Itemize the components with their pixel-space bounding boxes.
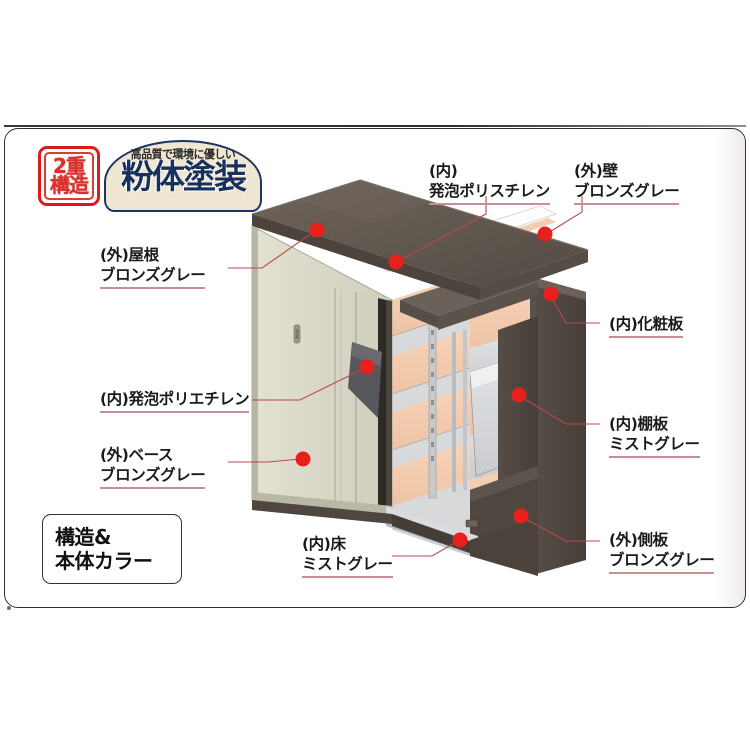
section-caption-line2: 本体カラー bbox=[55, 549, 153, 573]
double-structure-badge-text: 2重 構造 bbox=[50, 154, 89, 197]
callout-shelf-line2: ミストグレー bbox=[609, 434, 700, 453]
callout-floor-interior: (内)床 ミストグレー bbox=[302, 535, 393, 578]
callout-base-line2: ブロンズグレー bbox=[100, 465, 206, 484]
powder-coating-title: 粉体塗装 bbox=[121, 157, 247, 196]
section-caption-box: 構造& 本体カラー bbox=[42, 514, 182, 584]
top-divider-rule bbox=[4, 125, 746, 127]
callout-polyethylene-line1: (内)発泡ポリエチレン bbox=[100, 390, 250, 408]
double-structure-line1: 2重 bbox=[53, 154, 86, 178]
punch-hole-icon bbox=[7, 605, 11, 610]
callout-base-exterior: (外)ベース ブロンズグレー bbox=[100, 446, 206, 489]
callout-decorative-board: (内)化粧板 bbox=[609, 315, 683, 338]
callout-polystyrene-line2: 発泡ポリスチレン bbox=[429, 181, 550, 200]
callout-wall-exterior-line2: ブロンズグレー bbox=[574, 181, 680, 200]
callout-side-panel-line1: (外)側板 bbox=[609, 531, 668, 549]
callout-base-line1: (外)ベース bbox=[100, 446, 173, 464]
page-edge-shading bbox=[715, 129, 745, 607]
callout-roof-exterior-line1: (外)屋根 bbox=[100, 246, 159, 264]
callout-side-panel-line2: ブロンズグレー bbox=[609, 550, 715, 569]
callout-shelf-line1: (内)棚板 bbox=[609, 415, 668, 433]
section-caption-line1: 構造& bbox=[55, 524, 111, 549]
powder-coating-badge-shell bbox=[104, 140, 262, 212]
callout-roof-exterior: (外)屋根 ブロンズグレー bbox=[100, 246, 206, 289]
double-structure-badge: 2重 構造 bbox=[38, 146, 100, 206]
callout-polyethylene-interior: (内)発泡ポリエチレン bbox=[100, 390, 250, 413]
callout-wall-exterior-line1: (外)壁 bbox=[574, 162, 618, 180]
double-structure-badge-inner: 2重 構造 bbox=[44, 152, 94, 200]
powder-coating-tagline: 高品質で環境に優しい bbox=[130, 147, 236, 161]
powder-coating-badge: 高品質で環境に優しい 粉体塗装 bbox=[104, 140, 262, 212]
callout-shelf-interior: (内)棚板 ミストグレー bbox=[609, 415, 700, 458]
callout-polystyrene-line1: (内) bbox=[429, 162, 458, 180]
callout-floor-line2: ミストグレー bbox=[302, 554, 393, 573]
callout-polystyrene-interior: (内) 発泡ポリスチレン bbox=[429, 162, 550, 205]
callout-decorative-board-line1: (内)化粧板 bbox=[609, 315, 683, 333]
double-structure-line2: 構造 bbox=[50, 173, 89, 197]
callout-side-panel-exterior: (外)側板 ブロンズグレー bbox=[609, 531, 715, 574]
callout-floor-line1: (内)床 bbox=[302, 535, 346, 553]
callout-wall-exterior: (外)壁 ブロンズグレー bbox=[574, 162, 680, 205]
callout-roof-exterior-line2: ブロンズグレー bbox=[100, 265, 206, 284]
